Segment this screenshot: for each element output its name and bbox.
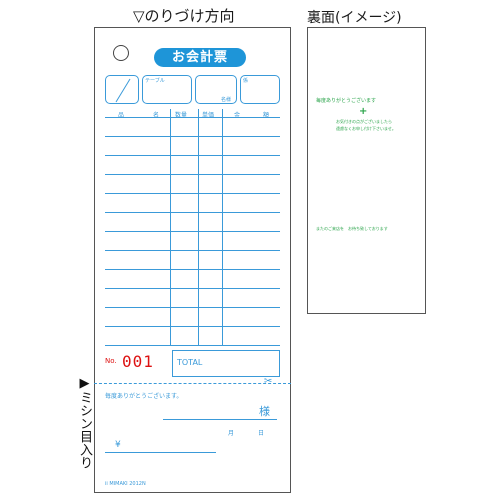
col-head-item-2: 名: [153, 112, 160, 119]
staff-box: [240, 75, 280, 104]
back-image-caption: 裏面(イメージ): [307, 10, 402, 26]
staff-label: 係: [243, 78, 249, 84]
yen-line: [105, 452, 216, 453]
table-row-line: [105, 250, 280, 251]
check-slip-front: [94, 27, 291, 493]
slash-mark: [115, 78, 131, 103]
table-row-line: [105, 326, 280, 327]
back-note-2: 遠慮なくお申し付け下さいませ。: [336, 126, 396, 131]
stub-day: 日: [258, 430, 265, 437]
total-label: TOTAL: [177, 358, 203, 367]
col-head-amount-1: 金: [234, 112, 241, 119]
col-head-item-1: 品: [118, 112, 125, 119]
table-column-line: [222, 109, 223, 345]
stub-month: 月: [228, 430, 235, 437]
maker-logo: ii MIMAKI 2012N: [105, 481, 146, 487]
glue-direction-caption: ▽のりづけ方向: [133, 7, 235, 25]
check-slip-back: [307, 27, 426, 314]
table-label: テーブル: [145, 78, 165, 84]
col-head-qty: 数量: [175, 112, 188, 119]
table-row-line: [105, 269, 280, 270]
binding-hole: [113, 45, 129, 61]
stub-sama: 様: [259, 405, 270, 418]
table-row-line: [105, 231, 280, 232]
table-header-rule: [105, 117, 280, 118]
col-head-amount-2: 額: [263, 112, 270, 119]
guests-label: 名様: [221, 97, 232, 103]
table-row-line: [105, 155, 280, 156]
name-line: [163, 419, 277, 420]
table-column-line: [198, 109, 199, 345]
guests-box: [195, 75, 237, 104]
stub-thanks: 毎度ありがとうございます。: [105, 393, 183, 400]
total-box: [172, 350, 280, 377]
table-row-line: [105, 174, 280, 175]
back-note-1: お気付きの点がございましたら: [336, 119, 392, 124]
slash-box: [105, 75, 139, 104]
table-row-line: [105, 193, 280, 194]
slip-title: お会計票: [154, 48, 246, 67]
table-row-line: [105, 212, 280, 213]
plus-icon: +: [359, 106, 368, 117]
perforation-line: [94, 383, 291, 384]
table-column-line: [170, 109, 171, 345]
table-row-line: [105, 288, 280, 289]
stub-yen: ¥: [115, 440, 121, 450]
slip-number: 001: [122, 352, 154, 371]
back-thanks: 毎度ありがとうございます: [316, 98, 377, 104]
table-row-line: [105, 307, 280, 308]
perforation-caption: ▶ミシン目入り: [77, 376, 92, 469]
back-come-again: またのご来店を お待ち致しております: [316, 226, 388, 231]
table-row-line: [105, 136, 280, 137]
table-row-line: [105, 345, 280, 346]
number-label: No.: [105, 357, 117, 365]
scissors-icon: ✂: [264, 376, 273, 387]
table-box: [142, 75, 192, 104]
col-head-price: 単価: [202, 112, 215, 119]
